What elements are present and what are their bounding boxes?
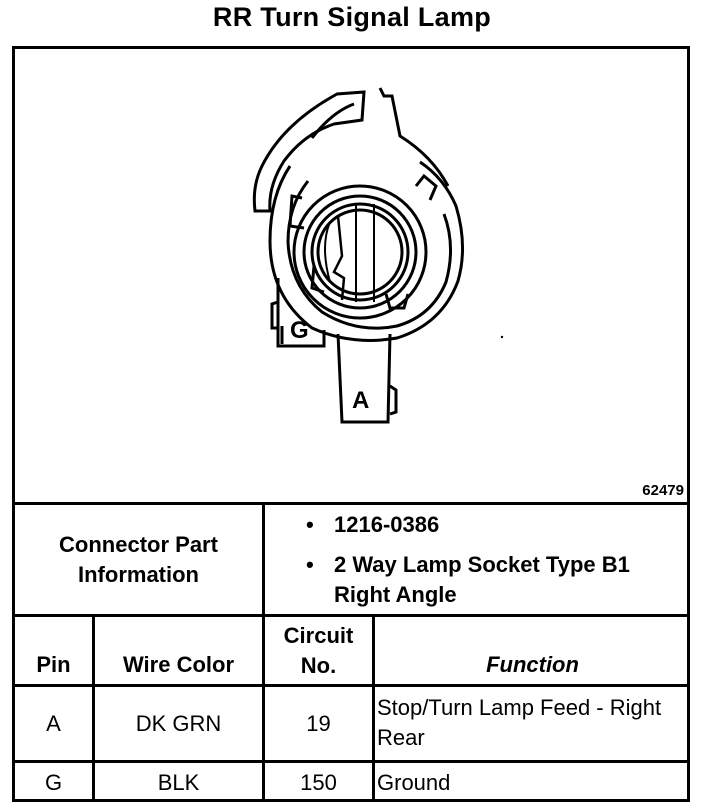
divider bbox=[372, 614, 375, 802]
pin-a-label: A bbox=[352, 387, 369, 414]
row-g-function: Ground bbox=[377, 769, 451, 795]
connector-part-label: Connector Part Information bbox=[59, 531, 218, 587]
divider bbox=[262, 614, 265, 802]
header-circuit: Circuit No. bbox=[283, 622, 354, 678]
list-item: •2 Way Lamp Socket Type B1 Right Angle bbox=[306, 550, 686, 610]
row-a-wire-color: DK GRN bbox=[135, 710, 222, 736]
row-a-circuit: 19 bbox=[306, 710, 331, 736]
header-wire-color: Wire Color bbox=[122, 652, 235, 677]
document-frame bbox=[12, 46, 690, 802]
figure-number: 62479 bbox=[642, 482, 684, 499]
divider bbox=[12, 684, 690, 687]
part-number: 1216-0386 bbox=[334, 512, 440, 537]
divider bbox=[12, 760, 690, 763]
divider bbox=[92, 614, 95, 802]
row-g-wire-color: BLK bbox=[157, 769, 200, 795]
page-title: RR Turn Signal Lamp bbox=[212, 2, 492, 32]
row-a-pin: A bbox=[46, 710, 61, 736]
pin-g-label: G bbox=[290, 317, 309, 344]
divider bbox=[12, 502, 690, 505]
connector-diagram: G A bbox=[12, 46, 690, 504]
list-item: •1216-0386 bbox=[306, 510, 686, 540]
header-pin: Pin bbox=[36, 652, 71, 677]
row-g-circuit: 150 bbox=[300, 769, 337, 795]
lamp-socket-drawing: G A bbox=[252, 87, 504, 424]
connector-part-info: •1216-0386 •2 Way Lamp Socket Type B1 Ri… bbox=[306, 510, 686, 610]
row-g-pin: G bbox=[44, 769, 63, 795]
row-a-function: Stop/Turn Lamp Feed - Right Rear bbox=[377, 695, 662, 750]
divider bbox=[262, 502, 265, 617]
divider bbox=[12, 614, 690, 617]
socket-type: 2 Way Lamp Socket Type B1 Right Angle bbox=[334, 552, 630, 607]
header-function: Function bbox=[486, 652, 579, 677]
